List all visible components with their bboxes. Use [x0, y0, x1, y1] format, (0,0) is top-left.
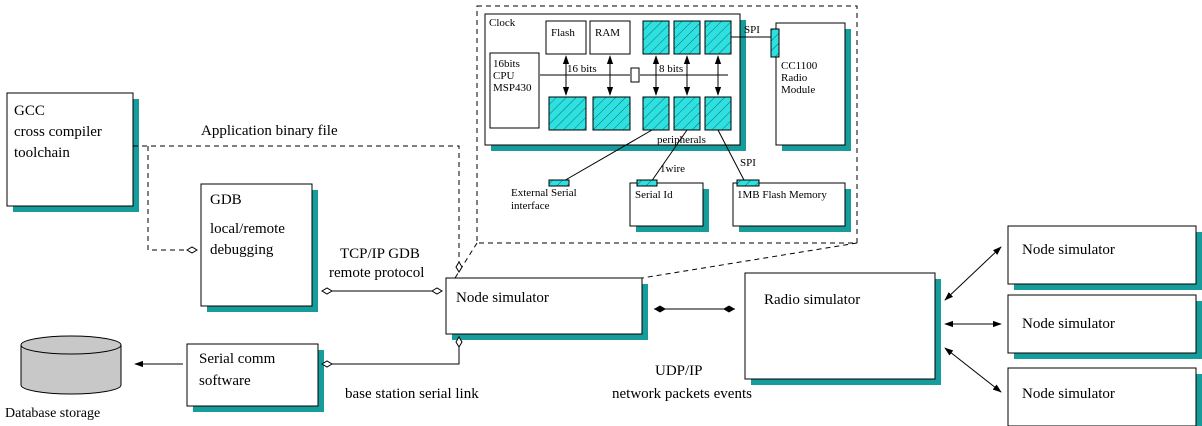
peripheral-bottom-5	[704, 96, 732, 131]
node-simulator-2: Node simulator	[1007, 294, 1202, 359]
peripheral-top-1	[642, 20, 670, 55]
node-simulator-main: Node simulator	[445, 277, 648, 340]
gdb-label-1: GDB	[210, 192, 242, 208]
flash-memory-label: 1MB Flash Memory	[737, 189, 827, 201]
app-binary-path	[133, 145, 463, 273]
peripheral-top-3	[704, 20, 732, 55]
cpu-label-3: MSP430	[493, 82, 532, 94]
spi-bottom-label: SPI	[740, 157, 756, 169]
radio-node-1-link	[944, 246, 1002, 301]
onewire-label: 1wire	[660, 163, 685, 175]
node-main-label: Node simulator	[456, 290, 549, 306]
cpu-block: 16bits CPU MSP430	[489, 52, 540, 129]
database-label: Database storage	[5, 406, 100, 421]
ext-serial-label-2: interface	[511, 200, 550, 212]
serial-id-block: Serial Id	[629, 179, 709, 232]
peripheral-top-2	[673, 20, 701, 55]
ext-serial-label-1: External Serial	[511, 187, 577, 199]
node-1-label: Node simulator	[1022, 242, 1115, 258]
udp-label-1: UDP/IP	[655, 363, 703, 379]
radio-module-label-2: Radio	[781, 72, 808, 84]
serial-comm-label-1: Serial comm	[199, 351, 276, 367]
peripheral-bottom-4	[673, 96, 701, 131]
gdb-box: GDB local/remote debugging	[200, 183, 318, 312]
serial-comm-label-2: software	[199, 373, 251, 389]
ram-block: RAM	[589, 20, 631, 55]
serial-comm-box: Serial comm software	[186, 343, 324, 412]
udp-label-2: network packets events	[612, 386, 752, 402]
radio-module-label-3: Module	[781, 84, 815, 96]
ram-label: RAM	[595, 27, 620, 39]
radio-module: CC1100 Radio Module	[770, 22, 851, 151]
serial-link-path	[321, 336, 463, 368]
zoom-line-left	[454, 242, 478, 279]
flash-label: Flash	[551, 27, 575, 39]
gdb-label-3: debugging	[210, 242, 274, 258]
flash-memory-block: 1MB Flash Memory	[732, 179, 851, 232]
bus-bridge	[630, 67, 640, 83]
bus-8-label: 8 bits	[659, 63, 683, 75]
tcp-label-1: TCP/IP GDB	[340, 246, 420, 262]
tcp-label-2: remote protocol	[329, 265, 424, 281]
node-simulator-1: Node simulator	[1007, 225, 1202, 290]
clock-label: Clock	[489, 17, 516, 29]
cpu-label-1: 16bits	[493, 58, 520, 70]
database-icon	[20, 335, 122, 395]
gcc-box: GCC cross compiler toolchain	[6, 92, 139, 212]
radio-node-3-link	[944, 347, 1002, 393]
gcc-label-3: toolchain	[14, 145, 70, 161]
radio-simulator: Radio simulator	[744, 272, 941, 385]
peripheral-bottom-1	[548, 96, 587, 131]
serial-link-label: base station serial link	[345, 386, 479, 402]
onewire-line	[650, 129, 688, 183]
ext-serial-line	[561, 129, 653, 183]
app-binary-label: Application binary file	[201, 123, 338, 139]
ext-serial-connector	[548, 179, 570, 187]
radio-label: Radio simulator	[764, 292, 860, 308]
gdb-label-2: local/remote	[210, 221, 285, 237]
node-2-label: Node simulator	[1022, 316, 1115, 332]
flash-block: Flash	[545, 20, 587, 55]
gcc-label-2: cross compiler	[14, 124, 102, 140]
peripheral-bottom-3	[642, 96, 670, 131]
peripherals-label: peripherals	[657, 134, 706, 146]
node-simulator-3: Node simulator	[1007, 367, 1202, 426]
radio-module-label-1: CC1100	[781, 60, 818, 72]
node-3-label: Node simulator	[1022, 386, 1115, 402]
spi-top-label: SPI	[744, 24, 760, 36]
zoom-line-right	[641, 242, 858, 279]
cpu-label-2: CPU	[493, 70, 514, 82]
spi-flash-line	[717, 129, 746, 183]
bus-16-label: 16 bits	[567, 63, 597, 75]
serial-id-label: Serial Id	[635, 189, 673, 201]
gdb-dashed-path	[147, 146, 198, 254]
peripheral-bottom-2	[592, 96, 631, 131]
gcc-label-1: GCC	[14, 103, 45, 119]
